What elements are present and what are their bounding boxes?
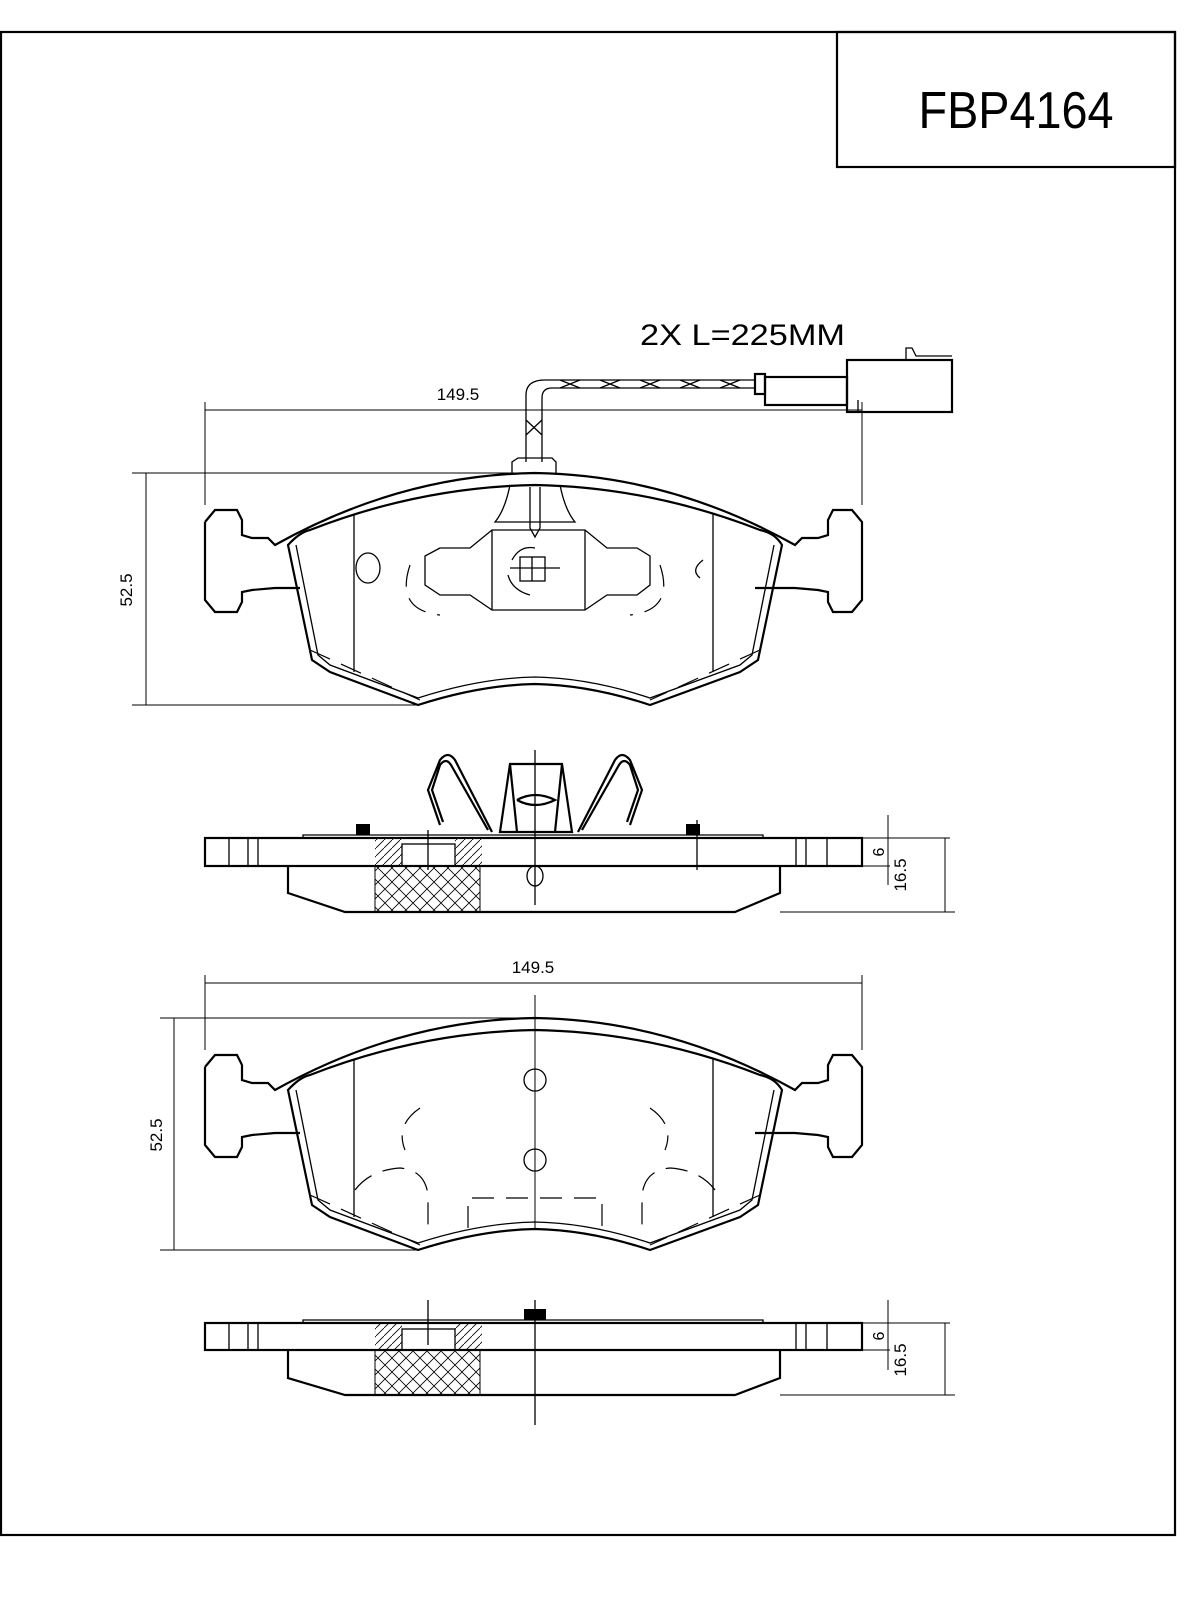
pad-side-view-plain: 6 16.5 [203, 1300, 955, 1425]
height-dimension: 52.5 [147, 1118, 166, 1151]
drawing-border [0, 30, 1177, 1537]
hole-left [355, 552, 381, 584]
backplate-thickness-dim: 6 [871, 1331, 888, 1340]
width-dimension: 149.5 [437, 385, 480, 404]
sensor-wire [525, 379, 755, 462]
backplate-thickness-dim: 6 [871, 847, 888, 856]
clip-outline [424, 529, 651, 611]
pad-side-view-with-clip: 6 16.5 [203, 750, 955, 914]
sensor-pin [529, 487, 541, 539]
pad-top-view-with-sensor: 2X L=225MM 149.5 52.5 [117, 319, 954, 707]
sensor-mount [493, 457, 577, 523]
part-number: FBP4164 [919, 82, 1114, 140]
width-dimension: 149.5 [512, 958, 555, 977]
title-box [835, 30, 1177, 169]
wire-sleeve [753, 372, 767, 396]
connector-body [763, 375, 849, 407]
wire-length-note: 2X L=225MM [640, 319, 845, 352]
connector-head [845, 358, 954, 414]
total-thickness-dim: 16.5 [891, 858, 910, 891]
spring-clip-left [426, 753, 493, 833]
pad-top-view-plain: 149.5 52.5 [147, 958, 864, 1252]
spring-clip-right [577, 753, 644, 833]
height-dimension: 52.5 [117, 573, 136, 606]
friction-material-section [374, 865, 481, 913]
total-thickness-dim: 16.5 [891, 1343, 910, 1376]
